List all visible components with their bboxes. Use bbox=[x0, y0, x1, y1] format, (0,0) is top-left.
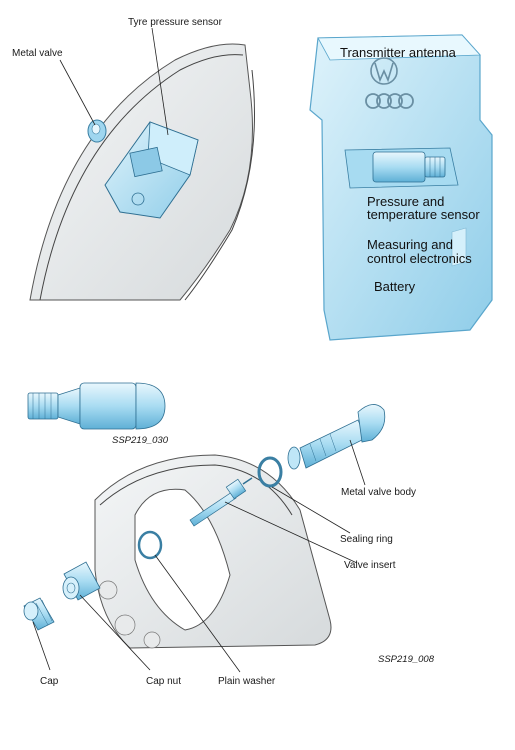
exploded-wheel-illustration bbox=[24, 404, 385, 648]
plain-washer-label: Plain washer bbox=[218, 676, 276, 687]
pressure-sensor-window bbox=[345, 148, 458, 188]
exploded-figure-code: SSP219_008 bbox=[378, 654, 435, 665]
valve-insert-label: Valve insert bbox=[344, 560, 396, 571]
assembled-valve-illustration bbox=[28, 383, 165, 429]
battery-label: Battery bbox=[374, 279, 416, 294]
metal-valve-body-part bbox=[288, 404, 385, 469]
cap-nut-label: Cap nut bbox=[146, 676, 181, 687]
metal-valve-leader bbox=[60, 60, 95, 125]
electronics-label-line1: Measuring and bbox=[367, 237, 453, 252]
valve-figure-code: SSP219_030 bbox=[112, 435, 169, 446]
transmitter-antenna-label: Transmitter antenna bbox=[340, 45, 457, 60]
metal-valve-body-leader bbox=[350, 440, 365, 485]
sensor-cutaway-illustration bbox=[310, 35, 492, 340]
cap-nut-part bbox=[63, 562, 100, 600]
pressure-label-line2: temperature sensor bbox=[367, 207, 480, 222]
sealing-ring-label: Sealing ring bbox=[340, 534, 393, 545]
cap-part bbox=[24, 598, 54, 630]
tyre-pressure-sensor-label: Tyre pressure sensor bbox=[128, 17, 223, 28]
metal-valve-body-label: Metal valve body bbox=[341, 487, 416, 498]
metal-valve-label: Metal valve bbox=[12, 48, 63, 59]
cap-label: Cap bbox=[40, 676, 59, 687]
electronics-label-line2: control electronics bbox=[367, 251, 472, 266]
wheel-with-sensor-illustration bbox=[30, 44, 255, 300]
cap-leader bbox=[33, 622, 50, 670]
metal-valve-part bbox=[88, 120, 106, 142]
